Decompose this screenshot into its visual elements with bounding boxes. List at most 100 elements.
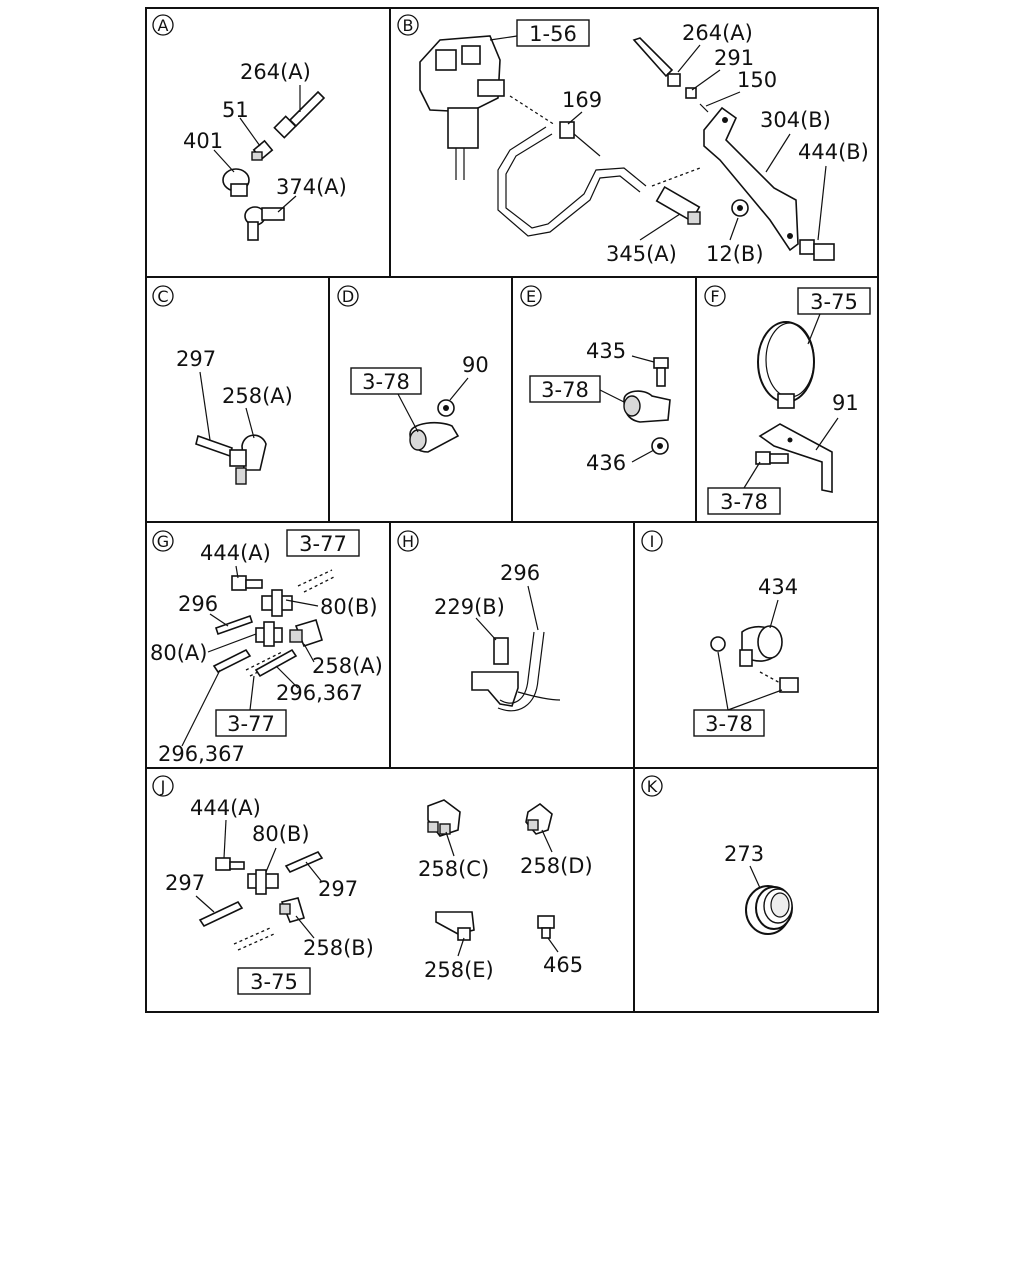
- label-258a-c: 258(A): [222, 384, 293, 408]
- nut-90-part: [437, 399, 455, 417]
- label-296-g: 296: [178, 592, 218, 616]
- svg-text:B: B: [403, 16, 414, 35]
- elbow-401-part: [222, 168, 250, 197]
- svg-text:G: G: [157, 532, 169, 551]
- svg-text:I: I: [650, 532, 655, 551]
- panel-h: H 296 229(B): [397, 530, 561, 712]
- valve-assembly-part: [419, 35, 505, 180]
- label-434: 434: [758, 575, 798, 599]
- parts-h: [471, 631, 561, 712]
- label-304b: 304(B): [760, 108, 831, 132]
- label-91: 91: [832, 391, 859, 415]
- panel-e-tag: E: [520, 285, 542, 307]
- leader-3-78-e: [599, 389, 625, 403]
- svg-text:3-78: 3-78: [720, 490, 768, 514]
- svg-text:H: H: [402, 532, 414, 551]
- svg-text:3-78: 3-78: [362, 370, 410, 394]
- leader-434: [769, 599, 779, 629]
- panel-b-leaders: [489, 35, 827, 241]
- label-258d: 258(D): [520, 854, 593, 878]
- label-345a: 345(A): [606, 242, 677, 266]
- label-296-h: 296: [500, 561, 540, 585]
- leader-273: [749, 865, 761, 889]
- svg-text:3-78: 3-78: [705, 712, 753, 736]
- label-296-367-b: 296,367: [158, 742, 245, 766]
- panel-h-tag: H: [397, 530, 419, 552]
- svg-text:J: J: [160, 777, 166, 796]
- hose-264a-b-part: [632, 37, 709, 113]
- ref-box-3-75-j: 3-75: [237, 967, 311, 995]
- ref-box-3-77-top: 3-77: [286, 529, 360, 557]
- label-401: 401: [183, 129, 223, 153]
- label-51: 51: [222, 98, 249, 122]
- ref-box-3-78-f: 3-78: [707, 487, 781, 515]
- panel-k: K 273: [641, 775, 793, 935]
- panel-a-tag: A: [152, 14, 174, 36]
- leader-296-h: [527, 585, 539, 631]
- svg-text:3-77: 3-77: [227, 712, 275, 736]
- leader-91: [815, 417, 839, 451]
- panel-k-tag: K: [641, 775, 663, 797]
- band-clamp-part: [757, 321, 815, 409]
- label-90: 90: [462, 353, 489, 377]
- ref-box-3-78-d: 3-78: [350, 367, 422, 395]
- svg-text:E: E: [526, 287, 536, 306]
- leader-90: [449, 377, 469, 401]
- panel-i: I 3-78 434: [641, 530, 799, 737]
- svg-text:3-77: 3-77: [299, 532, 347, 556]
- ref-box-1-56: 1-56: [516, 19, 590, 47]
- leaders-g: [181, 565, 319, 747]
- panel-e: E 3-78 435 436: [520, 285, 671, 475]
- ref-box-3-78-i: 3-78: [693, 709, 765, 737]
- panel-c: C 297 258(A): [152, 285, 293, 485]
- leader-3-75-f: [807, 313, 821, 345]
- label-264a: 264(A): [240, 60, 311, 84]
- leaders-j: [195, 819, 559, 957]
- clip-part-d: [409, 421, 460, 453]
- ref-box-3-75-f: 3-75: [797, 287, 871, 315]
- label-291: 291: [714, 46, 754, 70]
- leader-401: [213, 149, 235, 173]
- svg-text:F: F: [710, 287, 719, 306]
- panel-f-tag: F: [704, 285, 726, 307]
- label-297-j-right: 297: [318, 877, 358, 901]
- bolt-435-part: [653, 357, 669, 387]
- label-374a: 374(A): [276, 175, 347, 199]
- label-273: 273: [724, 842, 764, 866]
- clip-part-e: [623, 390, 671, 423]
- svg-text:3-78: 3-78: [541, 378, 589, 402]
- svg-text:A: A: [158, 16, 169, 35]
- label-258c: 258(C): [418, 857, 489, 881]
- svg-text:3-75: 3-75: [810, 290, 858, 314]
- bolt-part-f: [755, 451, 789, 465]
- panel-c-tag: C: [152, 285, 174, 307]
- leader-374a: [277, 195, 297, 213]
- label-435: 435: [586, 339, 626, 363]
- leader-3-78-d: [397, 393, 419, 433]
- label-258a-g: 258(A): [312, 654, 383, 678]
- label-80b-g: 80(B): [320, 595, 378, 619]
- parts-i: [710, 625, 799, 693]
- pipe-part: [497, 95, 647, 237]
- svg-text:K: K: [647, 777, 658, 796]
- label-297: 297: [176, 347, 216, 371]
- ref-box-3-77-bottom: 3-77: [215, 709, 287, 737]
- diagram-grid: [145, 7, 879, 1013]
- label-80a-g: 80(A): [150, 641, 207, 665]
- bolt-444b-part: [799, 239, 835, 261]
- label-444b: 444(B): [798, 140, 869, 164]
- label-12b: 12(B): [706, 242, 764, 266]
- nut-12b-part: [731, 199, 749, 217]
- label-258b: 258(B): [303, 936, 374, 960]
- bracket-91-part: [758, 423, 833, 493]
- panel-d: D 3-78 90: [337, 285, 489, 453]
- svg-text:C: C: [157, 287, 168, 306]
- panel-f: F 3-75 3-78 91: [704, 285, 871, 515]
- leader-297: [199, 371, 211, 441]
- label-80b-j: 80(B): [252, 822, 310, 846]
- grommet-273-part: [745, 885, 793, 935]
- label-264a-b: 264(A): [682, 21, 753, 45]
- panel-g-tag: G: [152, 530, 174, 552]
- leader-435: [631, 355, 655, 363]
